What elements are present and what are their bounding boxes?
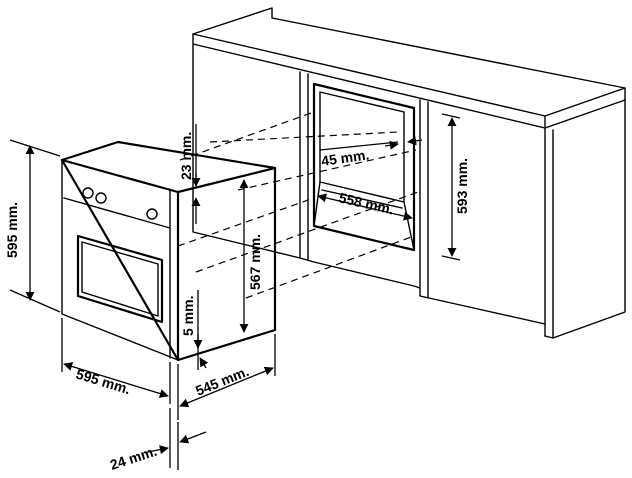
label-bottom-gap: 5 mm. [180,296,196,336]
oven-top-right-edge [176,166,277,194]
projection-line-1 [179,111,315,161]
dim-tick-593-bottom [441,255,461,261]
projection-line-6 [245,235,415,299]
dim-tick-595h-top [9,139,61,157]
oven-front-panel [61,159,179,361]
dim-45-line [319,141,399,151]
control-panel-divider [63,197,171,229]
label-panel-depth: 24 mm. [108,443,159,473]
label-niche-gap: 45 mm. [320,146,370,169]
cabinet-base-line [299,257,421,289]
dim-5-arrow-bottom [199,357,209,369]
oven-timer-knob-icon [146,208,158,220]
right-cabinet-front [419,99,546,325]
countertop-front-edge [192,33,546,129]
dim-24-arrow-left [147,445,169,455]
projection-line-3 [237,149,417,191]
dim-tick-595h-bottom [9,289,61,313]
dimension-lines [9,113,461,470]
oven [60,140,277,362]
dimension-labels: 593 mm. 45 mm. 558 mm. 595 mm. 595 mm. 5… [4,132,470,473]
countertop-right-edge [544,87,626,117]
label-top-gap: 23 mm. [178,132,194,180]
cabinet-base-corner [544,335,554,339]
projection-line-2 [209,131,399,143]
dim-tick-593-top [441,113,461,119]
dim-24-arrow-right [179,431,207,444]
label-oven-height: 595 mm. [4,202,20,258]
dim-45-arrow-left [384,140,399,150]
label-inner-height: 567 mm. [247,234,263,290]
left-cabinet-front [192,43,301,259]
dim-558-line [317,193,413,221]
oven-outline [60,140,277,362]
dim-45-arrow-right [407,136,423,146]
niche-floor-left [313,181,321,227]
niche-floor-right [403,201,415,251]
oven-knob-left-icon [82,187,94,199]
dim-545-line [179,366,274,408]
oven-door-window [76,234,164,324]
projection-line-4 [177,197,315,247]
right-cabinet-side [552,99,626,339]
oven-knob-right-icon [95,192,107,204]
label-cabinet-height: 593 mm. [454,158,470,214]
countertop-back-edge [192,7,626,129]
label-oven-depth: 545 mm. [193,363,251,399]
oven-top-front-edge [60,158,180,194]
dim-595w-line [63,362,169,398]
label-oven-width: 595 mm. [74,366,132,398]
oven-door-window-inner [81,241,159,317]
